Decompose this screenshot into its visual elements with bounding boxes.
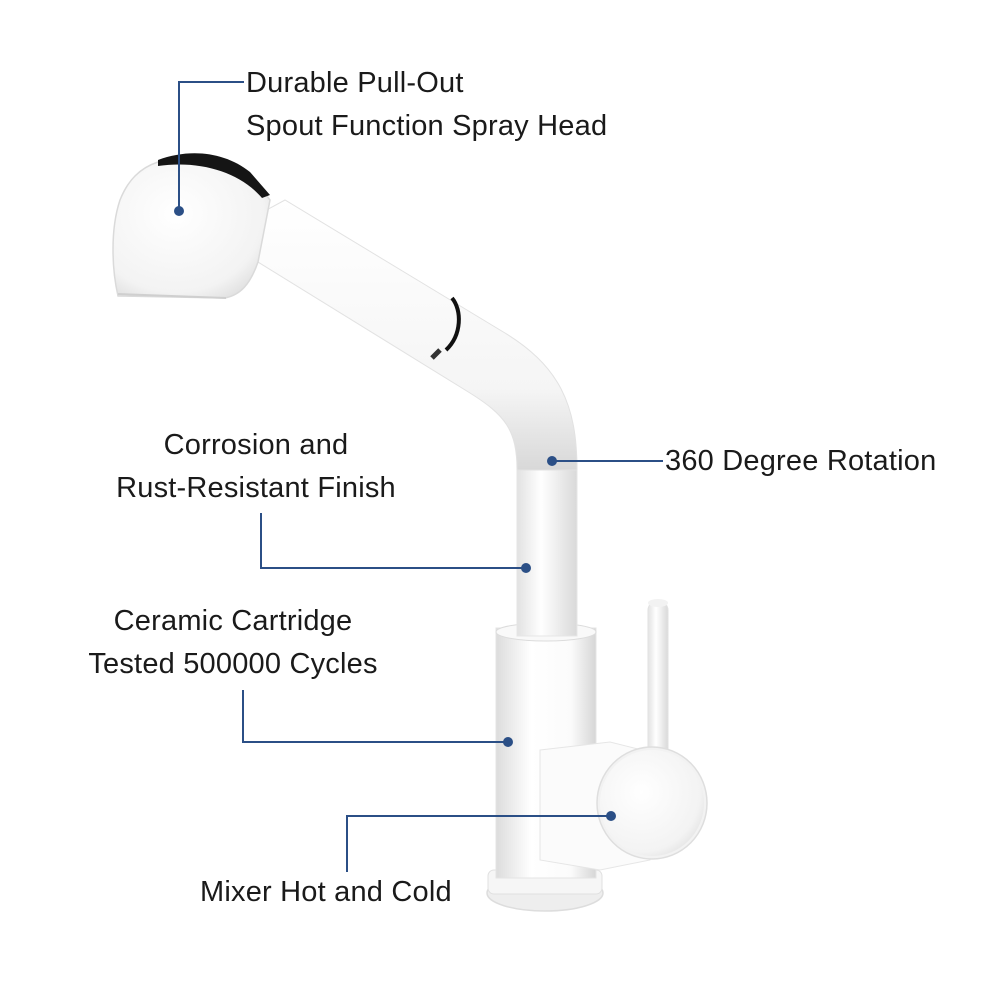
leader-dots <box>174 206 616 821</box>
mixer-handle <box>647 599 669 763</box>
leader-lines <box>178 81 663 872</box>
spray-head <box>112 153 271 299</box>
callout-mixer-line1: Mixer Hot and Cold <box>200 876 452 908</box>
handle-housing <box>539 741 708 871</box>
callout-cartridge-line2: Tested 500000 Cycles <box>88 648 378 680</box>
dot-mixer <box>606 811 616 821</box>
leader-finish <box>260 513 526 569</box>
callout-finish-line2: Rust-Resistant Finish <box>116 472 396 504</box>
callout-finish-line1: Corrosion and <box>163 429 349 461</box>
callout-spray-head-line1: Durable Pull-Out <box>246 67 464 99</box>
leader-mixer <box>346 815 611 872</box>
callout-rotation-line1: 360 Degree Rotation <box>665 445 937 477</box>
callout-rotation: 360 Degree Rotation <box>665 440 936 483</box>
spout-pipe <box>516 459 578 637</box>
dot-spray-head <box>174 206 184 216</box>
leader-cartridge <box>242 690 508 743</box>
callout-spray-head-line2: Spout Function Spray Head <box>246 110 608 142</box>
leader-spray-head <box>178 81 244 211</box>
callout-finish: Corrosion and Rust-Resistant Finish <box>96 424 416 510</box>
dot-rotation <box>547 456 557 466</box>
callout-mixer: Mixer Hot and Cold <box>200 871 452 914</box>
callout-cartridge-line1: Ceramic Cartridge <box>113 605 353 637</box>
spout-arm <box>247 199 578 471</box>
dot-finish <box>521 563 531 573</box>
dot-cartridge <box>503 737 513 747</box>
callout-spray-head: Durable Pull-Out Spout Function Spray He… <box>246 62 607 148</box>
callout-cartridge: Ceramic Cartridge Tested 500000 Cycles <box>68 600 398 686</box>
